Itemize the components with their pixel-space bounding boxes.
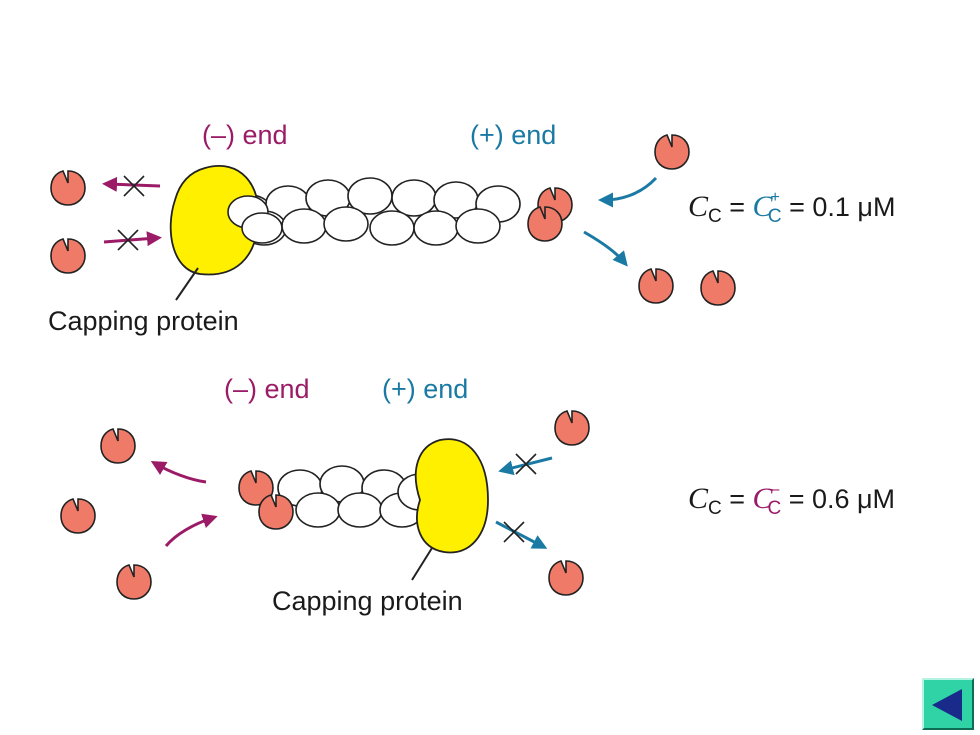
top-block-x-icon — [123, 175, 145, 197]
top-free-monomer — [700, 270, 736, 306]
bottom-minus-on-arrow — [164, 513, 218, 547]
bottom-free-monomer — [548, 560, 584, 596]
top-minus-on-blocked-arrow — [103, 231, 162, 247]
bottom-minus-off-arrow — [150, 461, 207, 484]
bottom-block-x-icon — [503, 521, 525, 543]
top-capping-protein-label: Capping protein — [48, 306, 239, 336]
bottom-plus-end-label: (+) end — [382, 374, 468, 404]
bottom-capping-protein — [414, 438, 489, 554]
bottom-capping-protein-label: Capping protein — [272, 586, 463, 616]
bottom-minus-end-label: (–) end — [224, 374, 310, 404]
top-capping-protein — [169, 165, 260, 276]
bottom-free-monomer — [116, 564, 152, 600]
bottom-free-monomer — [60, 498, 96, 534]
bottom-plus-on-blocked-arrow — [498, 456, 553, 476]
bottom-plus-off-blocked-arrow — [495, 520, 548, 549]
bottom-block-x-icon — [515, 453, 537, 475]
top-plus-end-monomers — [527, 187, 573, 242]
bottom-equation: CC = C–C = 0.6 μM — [688, 481, 895, 519]
top-plus-on-arrow — [598, 176, 658, 208]
bottom-free-monomer — [100, 428, 136, 464]
top-minus-end-label: (–) end — [202, 120, 288, 150]
top-free-monomer — [50, 238, 86, 274]
bottom-panel: (–) end (+) end Capping protein — [60, 374, 895, 616]
top-free-monomer — [654, 134, 690, 170]
top-panel: (–) end (+) end C — [48, 120, 895, 336]
bottom-free-monomer — [554, 410, 590, 446]
back-button[interactable] — [922, 678, 974, 730]
top-free-monomer — [50, 170, 86, 206]
top-plus-off-arrow — [583, 230, 628, 267]
triangle-left-icon — [932, 689, 962, 721]
top-block-x-icon — [117, 229, 139, 251]
top-free-monomer — [638, 268, 674, 304]
top-plus-end-label: (+) end — [470, 120, 556, 150]
top-equation: CC = C+C = 0.1 μM — [688, 189, 895, 227]
